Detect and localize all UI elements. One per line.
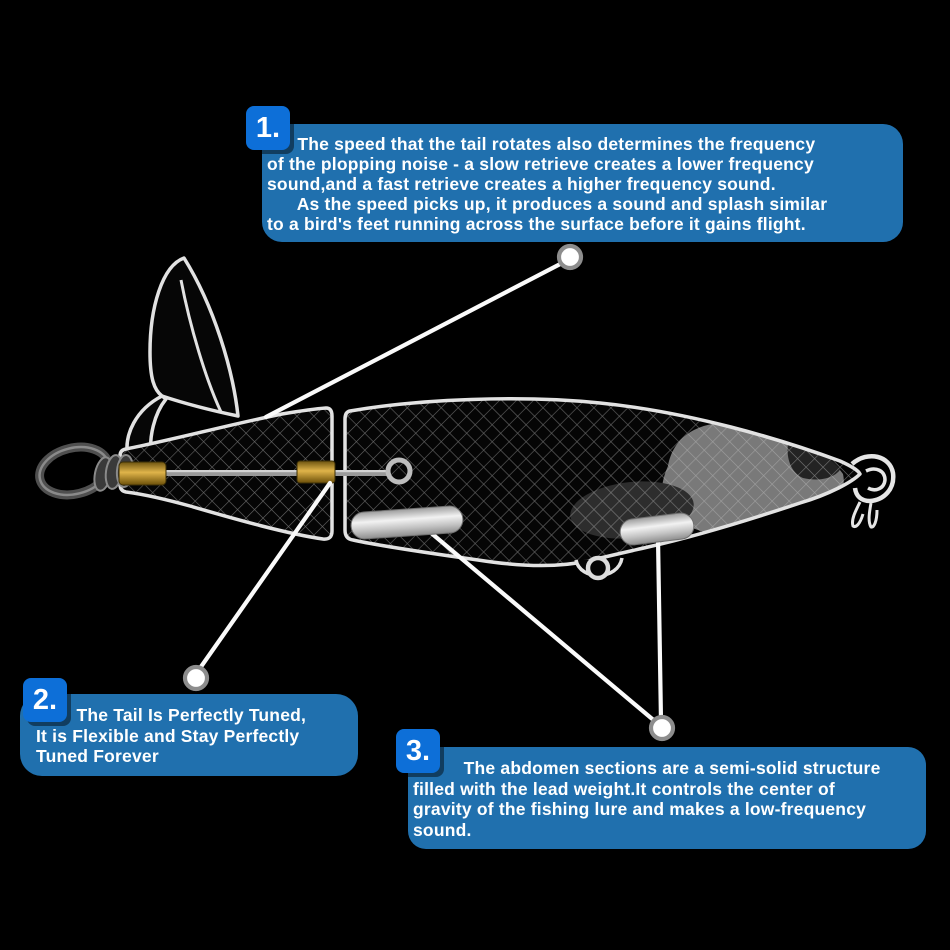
connector-line-2 <box>195 480 333 674</box>
callout-1-line: of the plopping noise - a slow retrieve … <box>267 154 814 174</box>
callout-2-line: It is Flexible and Stay Perfectly <box>36 725 300 746</box>
callout-1-number-badge: 1. <box>246 106 290 150</box>
callout-3-line: gravity of the fishing lure and makes a … <box>413 799 867 819</box>
brass-bushing-rear <box>118 461 167 486</box>
callout-3-number-badge: 3. <box>396 729 440 773</box>
lead-weight-rear <box>350 505 464 540</box>
callout-1-line: to a bird's feet running across the surf… <box>267 214 806 234</box>
callout-3-abdomen-weight: The abdomen sections are a semi-solid st… <box>408 747 926 849</box>
connector-line-3b <box>655 535 664 724</box>
callout-1-line: The speed that the tail rotates also det… <box>267 134 816 154</box>
callout-1-speed-frequency: The speed that the tail rotates also det… <box>262 124 903 242</box>
connector-dots <box>182 243 676 742</box>
belly-hook-eyelet-icon <box>585 555 611 581</box>
callout-2-tail-tuned: The Tail Is Perfectly Tuned, It is Flexi… <box>20 694 358 776</box>
callout-1-line: sound,and a fast retrieve creates a high… <box>267 174 776 194</box>
main-body <box>343 397 862 581</box>
callout-2-number-badge: 2. <box>23 678 67 722</box>
wire-axle <box>118 457 413 486</box>
callout-3-line: filled with the lead weight.It controls … <box>413 778 835 799</box>
connector-lines <box>195 258 664 726</box>
connector-dot-3 <box>648 714 676 742</box>
callout-3-line: The abdomen sections are a semi-solid st… <box>413 758 881 778</box>
connector-line-3a <box>421 524 660 726</box>
connector-line-1 <box>263 258 569 420</box>
callout-2-line: The Tail Is Perfectly Tuned, <box>36 705 307 725</box>
callout-2-line: Tuned Forever <box>36 746 159 766</box>
lead-weight-front <box>619 512 695 546</box>
callout-3-line: sound. <box>413 819 472 840</box>
connector-dot-2 <box>182 664 210 692</box>
brass-bushing-mid <box>296 460 336 484</box>
nose-line-tie-icon <box>850 453 896 529</box>
callout-1-line: As the speed picks up, it produces a sou… <box>267 194 828 214</box>
connector-dot-1 <box>556 243 584 271</box>
wire-eye <box>385 457 413 485</box>
